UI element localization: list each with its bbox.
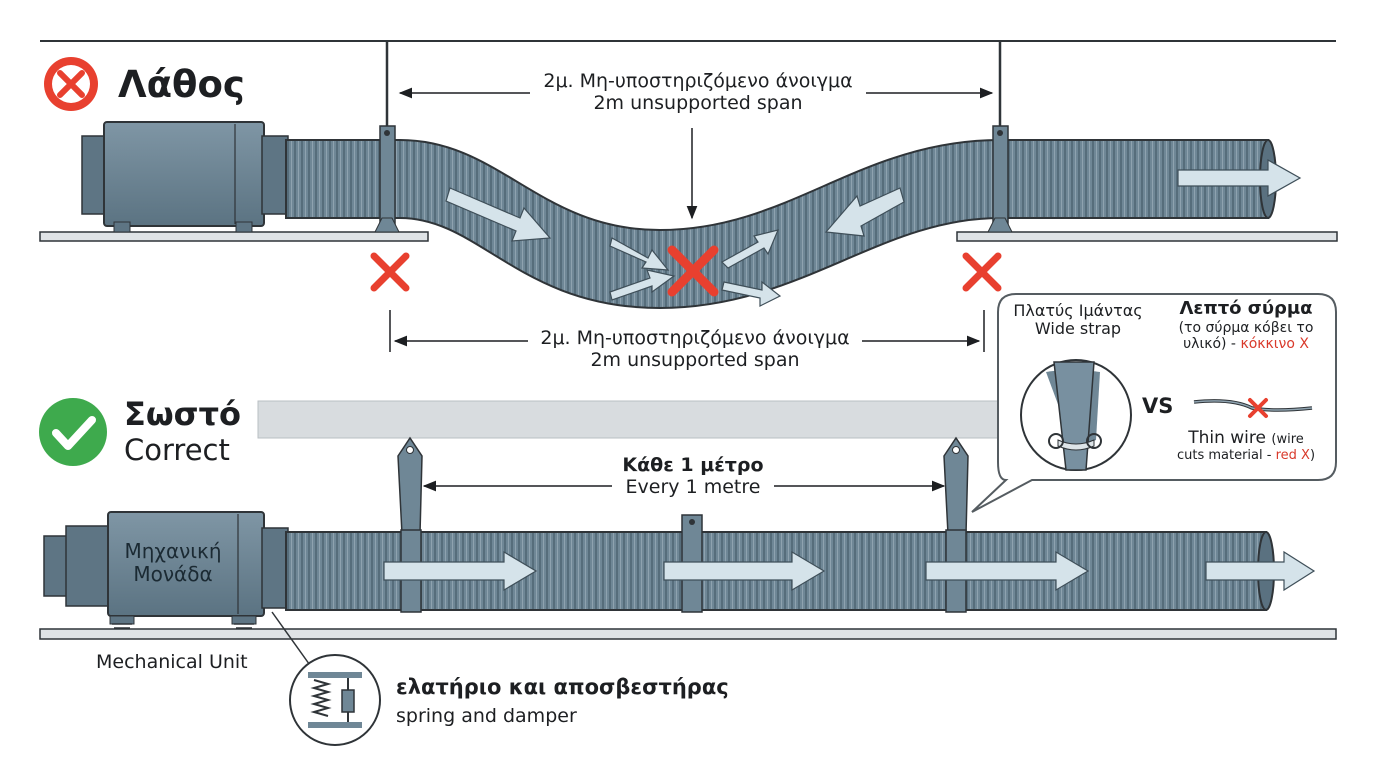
bottom-span-label-gr: 2μ. Μη-υποστηριζόμενο άνοιγμα <box>540 327 850 349</box>
spring-damper-icon <box>289 654 381 746</box>
hanger-left-top <box>374 41 400 233</box>
bottom-span-label: 2μ. Μη-υποστηριζόμενο άνοιγμα 2m unsuppo… <box>528 327 862 372</box>
spacing-label: Κάθε 1 μέτρο Every 1 metre <box>608 454 778 499</box>
mechanical-unit-top <box>81 121 289 233</box>
mechanical-unit-bottom <box>43 511 289 629</box>
wire-note-gr-text: υλικό) - <box>1183 335 1241 352</box>
check-circle-icon <box>39 398 107 466</box>
top-span-label: 2μ. Μη-υποστηριζόμενο άνοιγμα 2m unsuppo… <box>532 70 864 115</box>
strap-hanger-right <box>943 436 969 613</box>
floor-slab-right <box>956 231 1338 242</box>
unit-label-en: Mechanical Unit <box>96 651 248 673</box>
damper-label-en: spring and damper <box>396 705 577 727</box>
sagging-duct <box>285 139 1269 310</box>
correct-section <box>39 398 1337 746</box>
error-x-circle-icon <box>44 57 98 111</box>
wire-label-en-line2: cuts material - red X) <box>1160 447 1332 464</box>
red-x-icon <box>370 245 1002 297</box>
wire-note-gr-red: κόκκινο X <box>1240 335 1309 352</box>
spacing-label-gr: Κάθε 1 μέτρο <box>622 454 764 476</box>
hanger-right-top <box>987 41 1013 233</box>
wire-label-gr: Λεπτό σύρμα (το σύρμα κόβει το υλικό) - … <box>1160 298 1332 352</box>
unit-label-gr-line2: Μονάδα <box>133 562 213 586</box>
wire-note-gr-line1: (το σύρμα κόβει το <box>1178 319 1314 336</box>
wire-note-gr-line2: υλικό) - κόκκινο X <box>1160 336 1332 352</box>
strap-label-gr: Πλατύς Ιμάντας <box>1013 301 1143 320</box>
wrong-title: Λάθος <box>118 63 245 106</box>
ceiling-beam <box>257 400 1019 439</box>
wire-note-en-red: red X <box>1275 447 1310 463</box>
wire-title-gr: Λεπτό σύρμα <box>1179 298 1313 319</box>
floor-slab-left <box>39 231 429 242</box>
correct-title-gr: Σωστό <box>124 395 241 433</box>
strap-label-en: Wide strap <box>1034 319 1122 339</box>
top-span-label-gr: 2μ. Μη-υποστηριζόμενο άνοιγμα <box>543 70 853 92</box>
spacing-label-en: Every 1 metre <box>625 475 761 498</box>
wire-title-en: Thin wire <box>1188 428 1272 448</box>
flow-arrow-icon <box>383 550 1316 592</box>
floor-slab-bottom <box>39 628 1337 640</box>
strap-hanger-left <box>397 436 423 613</box>
wire-note-en-line2: cuts material - <box>1176 447 1276 463</box>
thin-wire-icon <box>1193 398 1313 418</box>
wire-label-en-line1: Thin wire (wire <box>1160 428 1332 449</box>
unit-label-gr-line1: Μηχανική <box>124 539 222 563</box>
strap-label: Πλατύς Ιμάντας Wide strap <box>1004 301 1152 339</box>
bottom-span-label-en: 2m unsupported span <box>590 348 800 371</box>
correct-title-en: Correct <box>124 433 230 467</box>
wide-strap-icon <box>1020 359 1132 471</box>
strap-vs-wire-callout <box>971 293 1337 513</box>
top-span-label-en: 2m unsupported span <box>593 91 803 114</box>
wrong-section <box>39 40 1338 352</box>
unit-label-gr: Μηχανική Μονάδα <box>108 540 238 586</box>
flow-arrow-icon <box>445 158 1302 307</box>
wire-note-en-close: ) <box>1309 447 1316 463</box>
wire-note-en-line1: (wire <box>1271 432 1304 447</box>
vs-label: VS <box>1142 394 1174 418</box>
damper-label-gr: ελατήριο και αποσβεστήρας <box>396 675 729 699</box>
wire-label-en: Thin wire (wire cuts material - red X) <box>1160 428 1332 464</box>
